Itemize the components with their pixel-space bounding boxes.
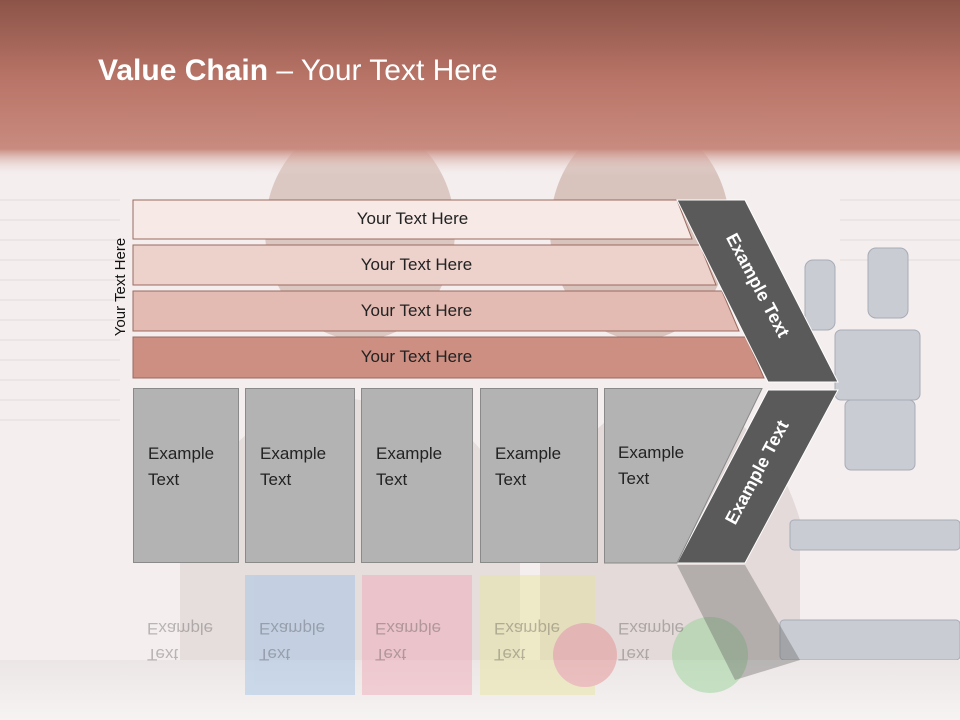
row-label-2: Your Text Here [360, 255, 473, 274]
title-separator: – [268, 54, 301, 87]
chevron-upper [676, 199, 839, 383]
title-bold: Value Chain [98, 54, 269, 87]
chevron-lower [676, 389, 839, 564]
row-label-4: Your Text Here [360, 347, 473, 366]
row-bar-2 [132, 244, 717, 286]
activity-box-5-shape [604, 388, 763, 564]
row-label-3: Your Text Here [360, 301, 473, 320]
chevron-reflection [677, 565, 800, 680]
row-bar-1 [132, 199, 693, 240]
page-title: Value Chain – Your Text Here [98, 54, 498, 88]
title-rest: Your Text Here [300, 54, 498, 87]
row-bar-3 [132, 290, 740, 332]
row-label-1: Your Text Here [356, 209, 469, 228]
row-bar-4 [132, 336, 765, 379]
